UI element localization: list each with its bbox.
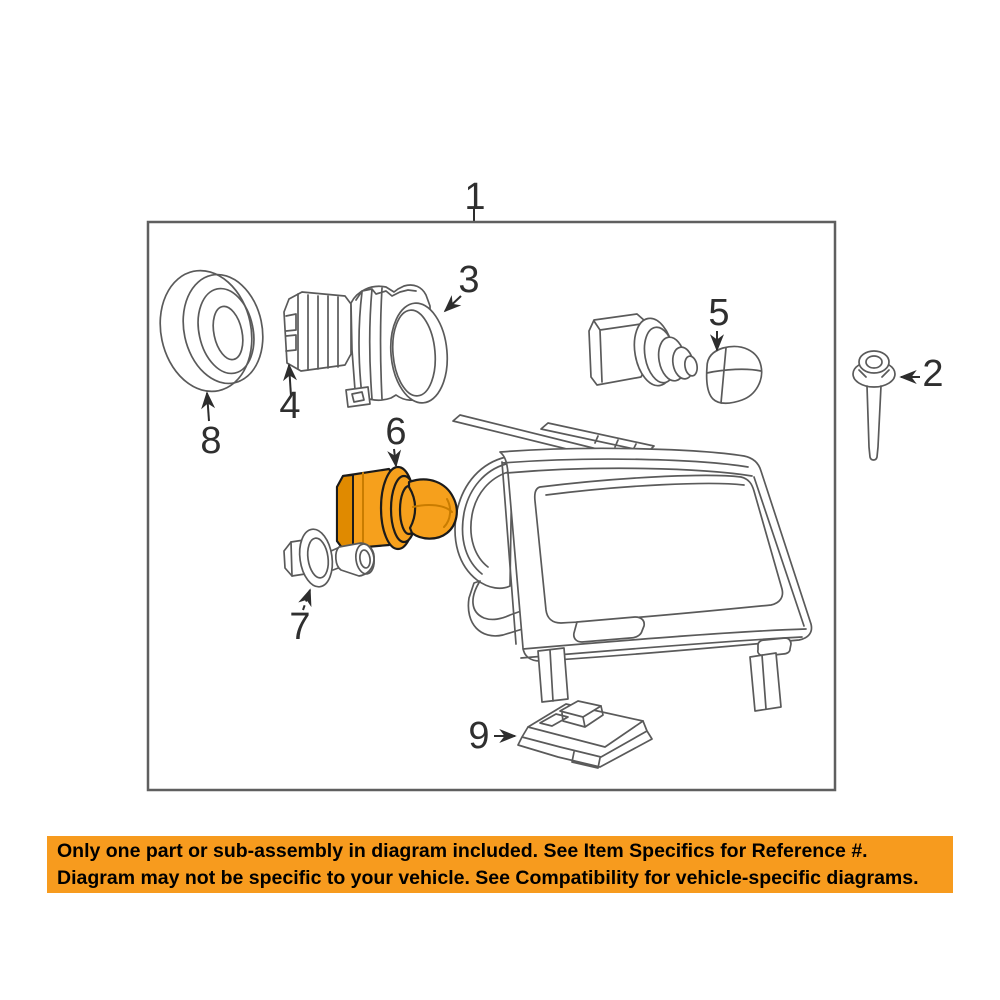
part-label-4: 4 <box>279 385 301 427</box>
disclaimer-line-1: Only one part or sub-assembly in diagram… <box>57 840 868 862</box>
highlighted-bulb-drawing <box>335 465 458 551</box>
callout-arrow-4 <box>283 363 297 397</box>
disclaimer-banner: Only one part or sub-assembly in diagram… <box>47 836 953 893</box>
part-label-9: 9 <box>468 715 490 757</box>
grommet-drawing <box>159 269 264 393</box>
part-label-2: 2 <box>922 353 944 395</box>
connector-drawing <box>283 291 352 372</box>
disclaimer-line-2: Diagram may not be specific to your vehi… <box>57 867 919 889</box>
assembly-boundary-box <box>146 220 837 792</box>
callout-arrow-8 <box>201 391 216 422</box>
part-label-8: 8 <box>200 420 222 462</box>
headlamp-assembly-drawing <box>452 414 813 712</box>
callout-arrow-6 <box>387 448 402 468</box>
part-label-1: 1 <box>464 176 486 218</box>
callout-arrow-7 <box>298 588 312 611</box>
socket-7-drawing <box>283 528 376 588</box>
part-label-3: 3 <box>458 259 480 301</box>
part-label-6: 6 <box>385 411 407 453</box>
part-label-5: 5 <box>708 292 730 334</box>
bulb-5-drawing <box>705 345 763 405</box>
bolt-drawing <box>852 350 896 461</box>
module-drawing <box>517 700 653 769</box>
callout-lines <box>201 207 920 743</box>
part-label-7: 7 <box>289 606 311 648</box>
socket-drawing <box>588 313 699 387</box>
projector-drawing <box>345 284 449 408</box>
callout-arrow-3 <box>443 295 462 313</box>
